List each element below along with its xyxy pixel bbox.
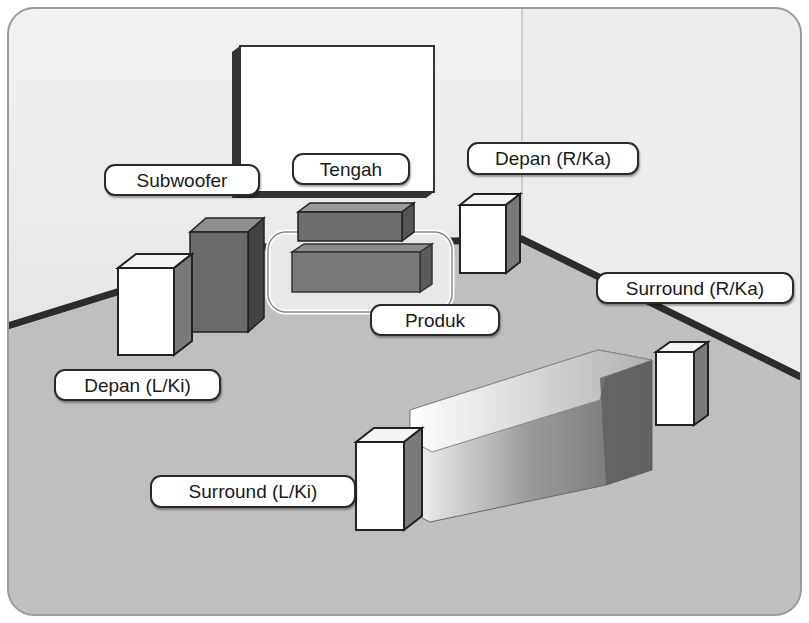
subwoofer-speaker: [190, 218, 264, 332]
label-text: Produk: [405, 311, 465, 330]
speaker-label: Depan (R/Ka): [467, 142, 639, 175]
front-right-speaker: [460, 194, 520, 273]
wall-corner: [521, 8, 523, 242]
television: [232, 46, 434, 198]
surround-right-speaker: [656, 342, 708, 425]
label-text: Subwoofer: [137, 171, 228, 190]
center-speaker: [298, 203, 414, 241]
label-text: Depan (L/Ki): [84, 376, 191, 395]
label-text: Depan (R/Ka): [495, 149, 611, 168]
speaker-label: Produk: [370, 304, 500, 336]
room: [8, 8, 801, 615]
product-console: [268, 232, 452, 312]
speaker-label: Surround (L/Ki): [150, 475, 356, 508]
speaker-label: Surround (R/Ka): [596, 272, 794, 304]
label-text: Surround (L/Ki): [189, 482, 318, 501]
label-text: Tengah: [320, 160, 382, 179]
label-text: Surround (R/Ka): [626, 279, 764, 298]
back-wall: [8, 8, 801, 615]
sofa: [410, 350, 652, 522]
front-left-speaker: [118, 254, 192, 355]
speaker-label: Tengah: [292, 153, 410, 185]
frame: [8, 8, 801, 615]
speaker-label: Subwoofer: [104, 164, 260, 196]
speaker-label: Depan (L/Ki): [54, 369, 221, 401]
surround-left-speaker: [356, 428, 422, 530]
